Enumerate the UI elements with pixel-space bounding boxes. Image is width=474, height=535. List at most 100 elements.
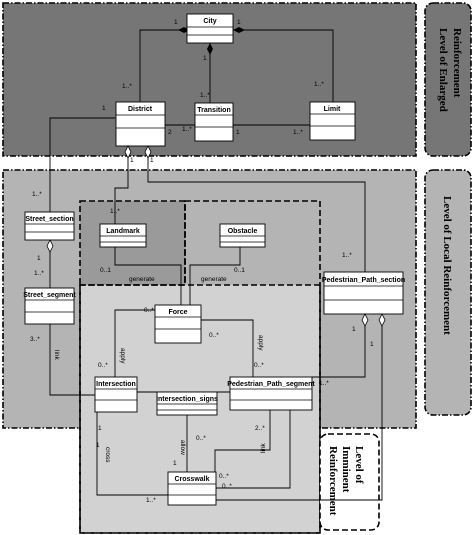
imminent-level-label-line2: Imminent [340, 446, 352, 493]
line-city-limit [233, 29, 334, 102]
class-landmark[interactable]: Landmark [99, 223, 147, 248]
line-city-district [139, 29, 190, 102]
enlarged-level-label-line1: Level of Enlarged [437, 28, 449, 112]
enlarged-level-label-line2: Reinforcement [451, 28, 463, 98]
class-street-section-name: Street_section [25, 216, 73, 223]
mult-limit-left: 1..* [293, 129, 303, 136]
district-aggregation-diamond-bottom-right [144, 145, 152, 159]
mult-ped-section-top: 1..* [342, 252, 352, 259]
city-composition-diamond-bottom [207, 43, 213, 55]
class-obstacle[interactable]: Obstacle [219, 223, 266, 248]
local-level-label: Level of Local Reinforcement [441, 196, 453, 335]
mult-city-bottom: 1 [203, 55, 207, 62]
line-force-ped-path-segment [201, 319, 254, 377]
mult-street-section-bottom: 1 [37, 255, 41, 262]
ped-section-aggregation-diamond-left [361, 313, 369, 327]
class-crosswalk[interactable]: Crosswalk [167, 471, 217, 506]
mult-ped-segment-top: 0..* [254, 362, 264, 369]
mult-signs-bottom: 0..* [196, 435, 206, 442]
association-lines [49, 29, 383, 505]
mult-intersection-top: 0..* [98, 362, 108, 369]
class-transition-name: Transition [197, 107, 230, 114]
mult-crosswalk-right-bottom: 0..* [222, 483, 232, 490]
assoc-label-apply-left: apply [119, 348, 126, 364]
class-force-name: Force [168, 309, 187, 316]
mult-transition-left: 1..* [182, 126, 192, 133]
class-city-name: City [203, 18, 216, 25]
mult-landmark-bottom: 0..1 [100, 267, 111, 274]
line-ped-section-segment [312, 314, 366, 378]
class-limit[interactable]: Limit [309, 101, 356, 141]
class-limit-name: Limit [324, 106, 341, 113]
class-crosswalk-name: Crosswalk [174, 476, 209, 483]
assoc-label-cross: cross [104, 447, 111, 463]
mult-district-bottom-right: 1 [150, 157, 154, 164]
mult-obstacle-bottom: 0..1 [234, 267, 245, 274]
mult-crosswalk-top: 1 [173, 460, 177, 467]
mult-district-right: 2 [168, 129, 172, 136]
imminent-level-outline [79, 200, 321, 534]
mult-street-segment-bottom: 3..* [30, 336, 40, 343]
class-force[interactable]: Force [154, 304, 202, 344]
class-intersection-signs-name: Intersection_signs [156, 396, 218, 403]
class-district[interactable]: District [115, 101, 166, 147]
line-force-intersection [114, 309, 155, 377]
imminent-level-label-line3: Reinforcement [327, 446, 339, 516]
mult-limit-top: 1..* [314, 81, 324, 88]
mult-street-section-top: 1..* [32, 191, 42, 198]
class-pedestrian-path-section-name: Pedestrian_Path_section [322, 277, 405, 284]
assoc-label-allow: allow [179, 440, 186, 455]
district-aggregation-diamond-bottom-left [124, 145, 132, 159]
mult-district-bottom-left: 1 [130, 157, 134, 164]
mult-intersection-bottom: 1 [98, 425, 102, 432]
line-street-segment-intersection [49, 324, 95, 396]
line-segment-crosswalk [214, 410, 271, 472]
imminent-level-label-line1: Level of [353, 446, 365, 484]
mult-ped-section-left: 1 [352, 326, 356, 333]
class-city[interactable]: City [186, 13, 234, 44]
mult-city-right: 1 [237, 19, 241, 26]
class-intersection-name: Intersection [96, 381, 136, 388]
class-pedestrian-path-segment-name: Pedestrian_Path_segment [227, 381, 315, 388]
street-section-aggregation-diamond [46, 239, 54, 253]
mult-crosswalk-left: 1..* [146, 497, 156, 504]
assoc-label-apply-right: apply [257, 335, 264, 351]
assoc-label-generate-landmark: generate [129, 276, 155, 283]
class-street-segment-name: Street_segment [23, 292, 76, 299]
class-pedestrian-path-section[interactable]: Pedestrian_Path_section [322, 271, 405, 315]
mult-district-top: 1..* [122, 83, 132, 90]
mult-transition-top: 1..* [200, 92, 210, 99]
mult-ped-section-right: 1 [370, 341, 374, 348]
class-transition[interactable]: Transition [194, 102, 234, 142]
class-street-section[interactable]: Street_section [24, 211, 75, 241]
ped-section-aggregation-diamond-right [378, 313, 386, 327]
mult-city-left: 1 [174, 19, 178, 26]
enlarged-level-label-box [424, 2, 472, 157]
class-intersection[interactable]: Intersection [94, 376, 138, 413]
class-obstacle-name: Obstacle [228, 228, 258, 235]
line-obstacle-force [189, 247, 241, 305]
mult-force-right: 0..* [209, 332, 219, 339]
mult-ped-segment-right: 1..* [319, 380, 329, 387]
class-intersection-signs[interactable]: Intersection_signs [156, 391, 218, 416]
class-pedestrian-path-segment[interactable]: Pedestrian_Path_segment [227, 376, 315, 411]
class-landmark-name: Landmark [106, 228, 140, 235]
multiplicity-labels: 1 1 1 1..* 1..* 1..* 1 2 1..* 1 1..* 1 1… [30, 19, 374, 504]
imminent-level-label-box [319, 433, 380, 531]
mult-intersection-cross: 1 [96, 442, 100, 449]
line-ped-segment-to-crosswalk-right [207, 410, 291, 489]
mult-landmark-top: 1..* [110, 208, 120, 215]
mult-force-left: 0..* [144, 307, 154, 314]
mult-crosswalk-right-top: 0..* [219, 473, 229, 480]
mult-ped-segment-bottom: 2..* [255, 425, 265, 432]
mult-district-left: 1 [102, 105, 106, 112]
city-composition-diamond-right [233, 27, 245, 33]
mult-transition-right: 1 [236, 129, 240, 136]
class-street-segment[interactable]: Street_segment [23, 287, 76, 325]
local-level-label-box [424, 169, 472, 416]
line-landmark-force [114, 247, 182, 305]
class-district-name: District [128, 106, 153, 113]
line-intersection-crosswalk [96, 412, 168, 496]
line-district-street-section [49, 117, 115, 216]
